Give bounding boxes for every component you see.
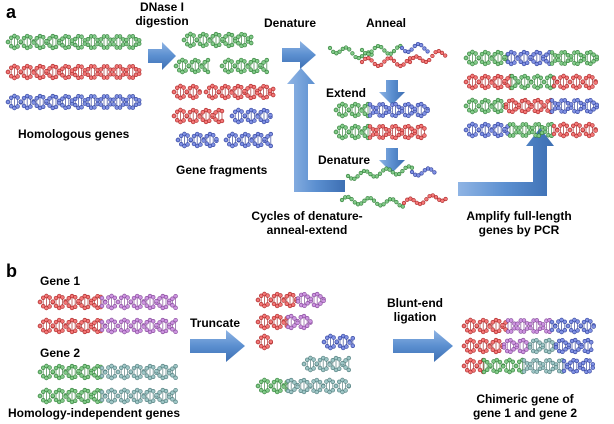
chimeric-gene-2 xyxy=(461,337,594,355)
gene-2-label: Gene 2 xyxy=(40,346,81,360)
arrow-ligation xyxy=(393,330,453,362)
extended-helix-2 xyxy=(333,123,427,141)
denatured-strand-red xyxy=(401,193,448,207)
denature-2-label: Denature xyxy=(318,153,371,167)
arrow-cycles-loop xyxy=(287,68,345,192)
gene-2-helix xyxy=(37,363,178,381)
amplified-gene-1 xyxy=(463,49,599,67)
amplified-gene-3 xyxy=(463,97,599,115)
chimeric-gene-3 xyxy=(461,357,595,375)
truncated-3 xyxy=(255,333,273,351)
fragment xyxy=(175,131,219,149)
chimeric-gene-1 xyxy=(461,317,596,335)
dnase-digestion-label: DNase I digestion xyxy=(135,0,189,28)
denature-label: Denature xyxy=(264,16,317,30)
arrow-denature xyxy=(282,41,316,69)
fragment xyxy=(219,57,269,75)
fragment xyxy=(171,107,225,125)
anneal-strand-red xyxy=(359,56,413,69)
truncate-label: Truncate xyxy=(190,316,241,330)
blunt-end-ligation-label: Blunt-end ligation xyxy=(387,296,443,324)
fragment xyxy=(203,83,276,101)
gene-fragments-label: Gene fragments xyxy=(176,163,268,177)
homologous-genes-label: Homologous genes xyxy=(18,127,130,141)
truncated-1 xyxy=(255,291,326,309)
amplify-label: Amplify full-length genes by PCR xyxy=(466,209,572,237)
truncated-5 xyxy=(301,355,351,373)
arrow-truncate xyxy=(190,330,245,362)
fragment xyxy=(181,31,254,49)
panel-a-label: a xyxy=(6,2,17,22)
arrow-denature-2 xyxy=(379,148,405,173)
fragment xyxy=(223,131,273,149)
gene-2-helix-2 xyxy=(37,387,178,405)
anneal-strand-blue xyxy=(399,41,430,54)
truncated-2 xyxy=(255,313,313,331)
arrow-digestion xyxy=(148,42,176,70)
arrow-extend xyxy=(379,80,405,105)
fragment xyxy=(229,107,273,125)
extend-label: Extend xyxy=(326,86,367,100)
gene-1-helix-2 xyxy=(37,317,178,335)
arrow-amplify xyxy=(458,128,554,196)
homologous-gene-blue xyxy=(5,93,142,111)
anneal-label: Anneal xyxy=(366,16,407,30)
denatured-strand-blue xyxy=(409,166,437,178)
homology-independent-label: Homology-independent genes xyxy=(8,406,181,420)
denatured-strand-green-2 xyxy=(339,194,405,209)
truncated-6 xyxy=(255,377,351,395)
denatured-strand-green xyxy=(345,164,415,181)
homologous-gene-red xyxy=(5,63,142,81)
anneal-strand-red-tail xyxy=(407,48,448,65)
gene-1-label: Gene 1 xyxy=(40,274,81,288)
truncated-4 xyxy=(321,333,355,351)
gene-1-helix xyxy=(37,293,178,311)
homologous-gene-green xyxy=(5,33,142,51)
panel-b-label: b xyxy=(6,261,17,281)
chimeric-gene-label: Chimeric gene of gene 1 and gene 2 xyxy=(472,392,578,420)
amplified-gene-2 xyxy=(463,73,598,91)
fragment xyxy=(173,57,211,75)
anneal-strand-green-top xyxy=(359,43,403,56)
extended-helix-1 xyxy=(333,101,430,119)
amplified-gene-4 xyxy=(463,121,598,139)
cycles-label: Cycles of denature- anneal-extend xyxy=(251,209,363,237)
dna-helices xyxy=(5,31,599,405)
fragment xyxy=(171,83,202,101)
